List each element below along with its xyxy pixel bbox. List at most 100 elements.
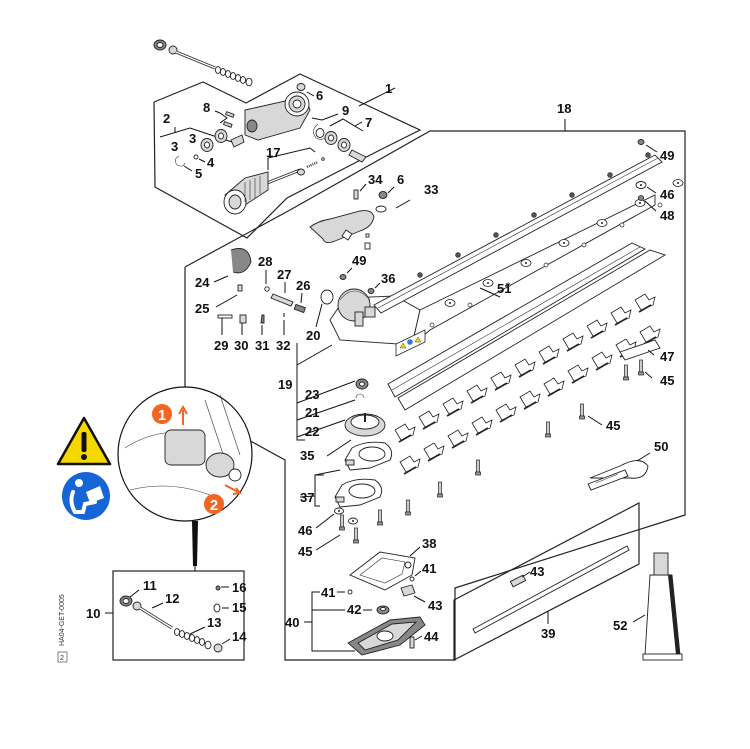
gasket-38 <box>349 551 416 591</box>
end-guard-50 <box>587 460 649 491</box>
blade-slot <box>590 330 604 339</box>
label-42: 42 <box>347 602 361 617</box>
screw <box>580 403 584 417</box>
screw <box>476 459 480 473</box>
gear-head-group: 1 6 8 9 7 <box>153 73 422 239</box>
screw-head <box>579 415 585 420</box>
label-20: 20 <box>306 328 320 343</box>
label-47: 47 <box>660 349 674 364</box>
label-52: 52 <box>613 618 627 633</box>
label-6b: 6 <box>397 172 404 187</box>
label-8: 8 <box>203 100 210 115</box>
screw-34 <box>353 189 359 200</box>
blade-slot <box>427 453 441 462</box>
bar-washer-hole <box>487 282 489 284</box>
warning-triangle-icon <box>56 416 112 466</box>
revision-number: 2 <box>60 655 64 662</box>
label-13: 13 <box>207 615 221 630</box>
label-39: 39 <box>541 626 555 641</box>
bar-washer-hole <box>601 222 603 224</box>
label-36: 36 <box>381 271 395 286</box>
label-5: 5 <box>195 166 202 181</box>
blade-end-upper <box>344 441 393 471</box>
callout-step-2: 2 <box>210 497 218 514</box>
screw <box>624 364 628 378</box>
seal-20 <box>320 289 334 305</box>
bar-bolt <box>417 272 423 278</box>
ring-41 <box>409 576 415 582</box>
screw <box>639 359 643 373</box>
blade-slot <box>595 362 609 371</box>
label-29: 29 <box>214 338 228 353</box>
gear-cover-40 <box>347 616 426 656</box>
plate-47 <box>619 339 661 361</box>
bar-hole <box>581 242 587 248</box>
screw-head <box>638 371 644 376</box>
label-41a: 41 <box>321 585 335 600</box>
blade-slot <box>422 421 436 430</box>
label-26: 26 <box>296 278 310 293</box>
bar-bolt <box>569 192 575 198</box>
label-37: 37 <box>300 490 314 505</box>
document-code: HA04-GET-0005 <box>59 594 66 646</box>
label-2: 2 <box>163 111 170 126</box>
bar-hole <box>543 262 549 268</box>
bar-bolt <box>645 152 651 158</box>
label-31: 31 <box>255 338 269 353</box>
label-50: 50 <box>654 439 668 454</box>
blade-slot <box>518 369 532 378</box>
blade-slot <box>446 408 460 417</box>
blade-slot <box>571 375 585 384</box>
label-3b: 3 <box>171 139 178 154</box>
bar-hole <box>467 302 473 308</box>
label-34: 34 <box>368 172 383 187</box>
blade-slot <box>547 388 561 397</box>
label-38: 38 <box>422 536 436 551</box>
figure-code: HA04-GET-0005 <box>59 594 66 646</box>
label-25: 25 <box>195 301 209 316</box>
shaft-kit-10: 10 11 12 13 14 15 16 <box>86 566 247 661</box>
screw-head <box>339 526 345 531</box>
label-21: 21 <box>305 405 319 420</box>
blade-slot <box>475 427 489 436</box>
bar-hole <box>619 222 625 228</box>
label-1: 1 <box>385 81 392 96</box>
bar-bolt <box>493 232 499 238</box>
warning-sticker <box>395 329 426 357</box>
label-3a: 3 <box>189 131 196 146</box>
label-6a: 6 <box>316 88 323 103</box>
screw-head <box>405 511 411 516</box>
label-51: 51 <box>497 281 511 296</box>
bar-washer-hole <box>525 262 527 264</box>
blade-slot <box>451 440 465 449</box>
label-22: 22 <box>305 424 319 439</box>
label-19: 19 <box>278 377 292 392</box>
label-24: 24 <box>195 275 210 290</box>
label-48: 48 <box>660 208 674 223</box>
screw <box>406 499 410 513</box>
washer-stack <box>214 66 253 87</box>
bracket-33 <box>309 205 387 244</box>
drive-shaft-assembly <box>153 39 253 87</box>
label-14: 14 <box>232 629 247 644</box>
label-4: 4 <box>207 155 215 170</box>
label-16: 16 <box>232 580 246 595</box>
label-32: 32 <box>276 338 290 353</box>
grease-tube-52 <box>642 552 683 661</box>
label-46b: 46 <box>298 523 312 538</box>
label-11: 11 <box>143 578 157 593</box>
screw-head <box>353 539 359 544</box>
blade-end-lower <box>334 478 383 508</box>
drive-tube <box>223 171 269 215</box>
washer-stack-13 <box>173 628 212 650</box>
blade-slot <box>403 466 417 475</box>
label-27: 27 <box>277 267 291 282</box>
label-10: 10 <box>86 606 100 621</box>
bar-hole <box>657 202 663 208</box>
screw <box>354 527 358 541</box>
blade-slot <box>499 414 513 423</box>
label-41b: 41 <box>422 561 436 576</box>
bar-hole <box>505 282 511 288</box>
blade-guard-51 <box>387 242 667 411</box>
